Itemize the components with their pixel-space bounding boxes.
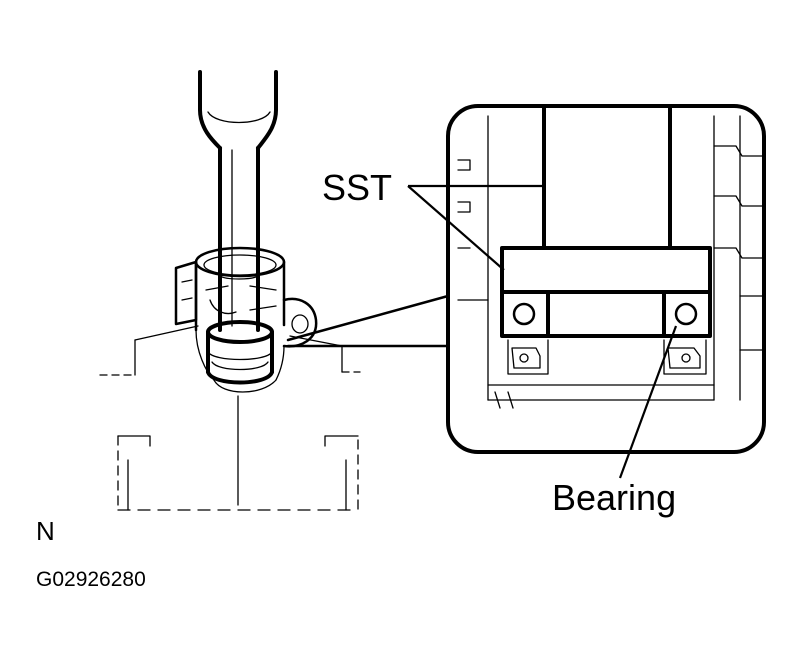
callout-connector — [286, 294, 450, 348]
bearing-bracket — [174, 246, 318, 393]
sst-leader-lines — [407, 184, 544, 271]
bearing-in-place — [206, 320, 274, 385]
sst-label: SST — [322, 167, 392, 208]
housing-body — [99, 325, 361, 511]
sst-driver-tool — [198, 70, 278, 332]
detail-view — [446, 104, 766, 454]
direction-label: N — [36, 516, 55, 546]
figure-code: G02926280 — [36, 568, 146, 591]
bearing-label: Bearing — [552, 477, 676, 518]
bearing-leader-line — [618, 325, 678, 479]
